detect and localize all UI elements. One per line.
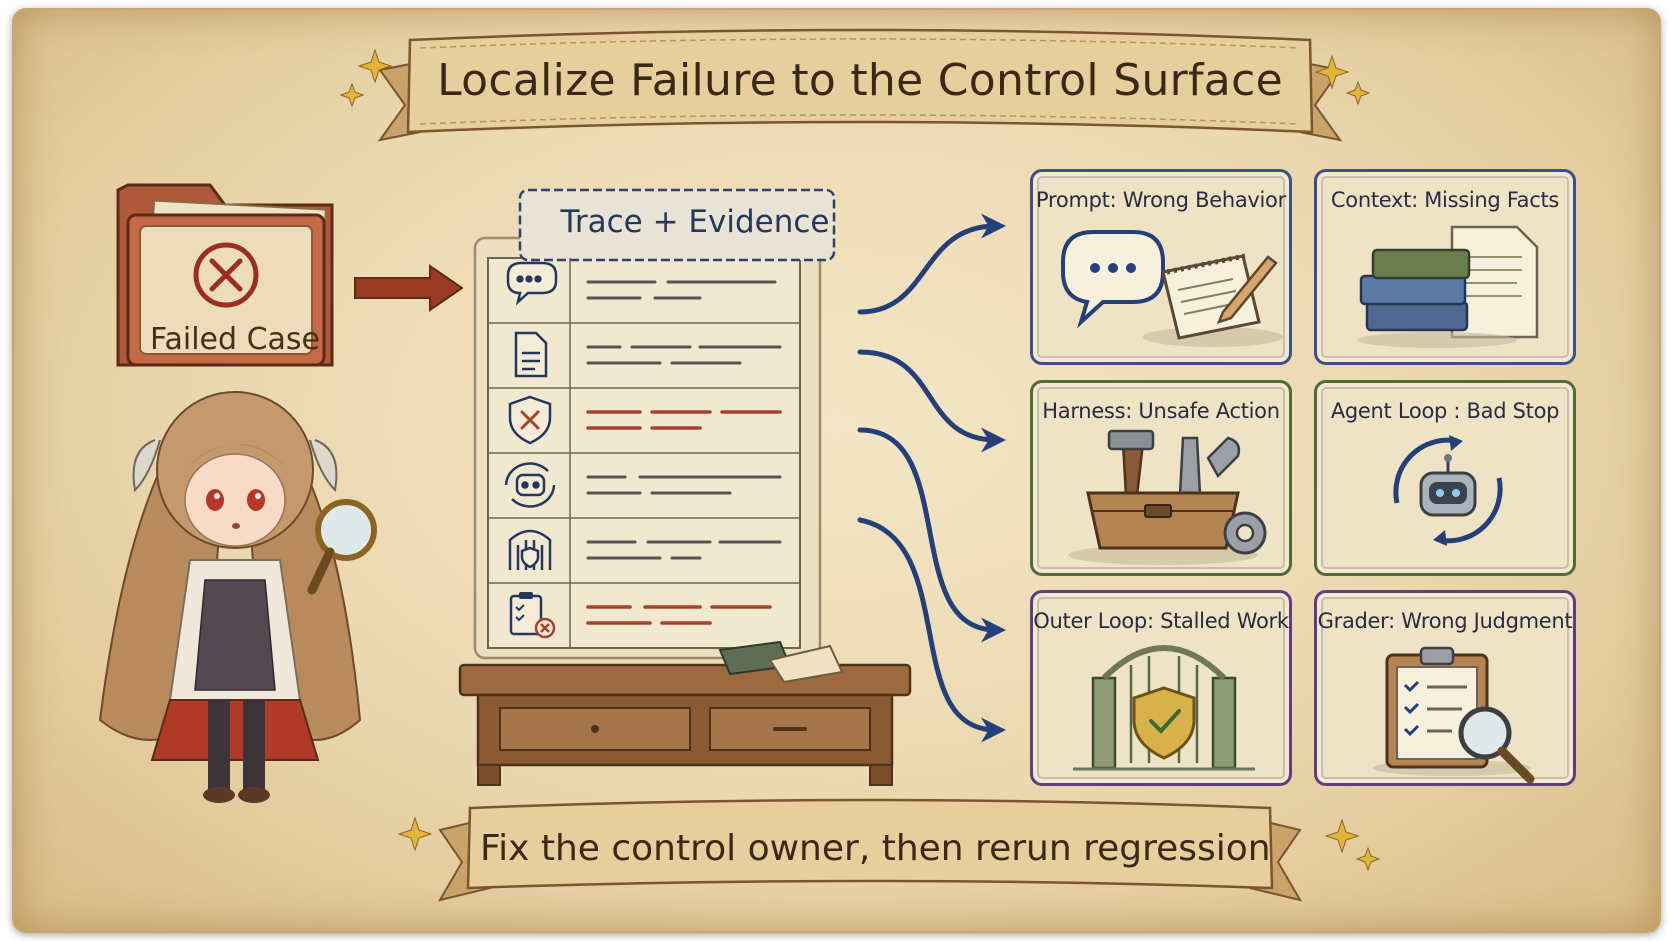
robot-cycle-icon (1393, 435, 1503, 546)
card-outer-loop: Outer Loop: Stalled Work (1030, 590, 1292, 786)
magnifier-icon (307, 499, 377, 595)
desk (458, 640, 912, 786)
card-grader: Grader: Wrong Judgment (1314, 590, 1576, 786)
footer-banner (437, 798, 1303, 902)
trace-panel (473, 188, 836, 660)
routing-arrows (857, 213, 1006, 743)
trace-panel-title: Trace + Evidence (560, 204, 830, 240)
page-title: Localize Failure to the Control Surface (437, 55, 1283, 106)
clipboard-magnifier-icon (1372, 646, 1535, 784)
arrow-to-trace (354, 264, 464, 312)
gate-shield-icon (1073, 645, 1255, 771)
card-label: Outer Loop: Stalled Work (1033, 609, 1289, 633)
card-label: Grader: Wrong Judgment (1317, 609, 1573, 633)
detective-character (98, 391, 377, 803)
speech-notepad-icon (1061, 230, 1283, 347)
robot-loop-icon (504, 462, 556, 508)
card-label: Harness: Unsafe Action (1042, 399, 1280, 423)
card-label: Agent Loop : Bad Stop (1330, 399, 1560, 423)
chat-bubble-icon (506, 261, 558, 306)
failed-case-folder (116, 183, 334, 367)
sparkle-icons (339, 48, 1381, 872)
card-label: Context: Missing Facts (1330, 188, 1560, 212)
toolbox-icon (1068, 429, 1267, 565)
footer-caption: Fix the control owner, then rerun regres… (480, 828, 1271, 869)
card-context: Context: Missing Facts (1314, 169, 1576, 365)
card-prompt: Prompt: Wrong Behavior (1030, 169, 1292, 365)
card-agent-loop: Agent Loop : Bad Stop (1314, 380, 1576, 576)
x-circle-icon (193, 242, 259, 308)
failed-case-label: Failed Case (149, 322, 320, 357)
card-harness: Harness: Unsafe Action (1030, 380, 1292, 576)
shield-x-icon (508, 395, 552, 445)
title-banner (377, 28, 1343, 142)
clipboard-x-icon (509, 592, 556, 639)
document-icon (514, 331, 548, 378)
gate-icon (508, 529, 552, 570)
card-label: Prompt: Wrong Behavior (1036, 188, 1286, 212)
books-document-icon (1357, 225, 1539, 348)
